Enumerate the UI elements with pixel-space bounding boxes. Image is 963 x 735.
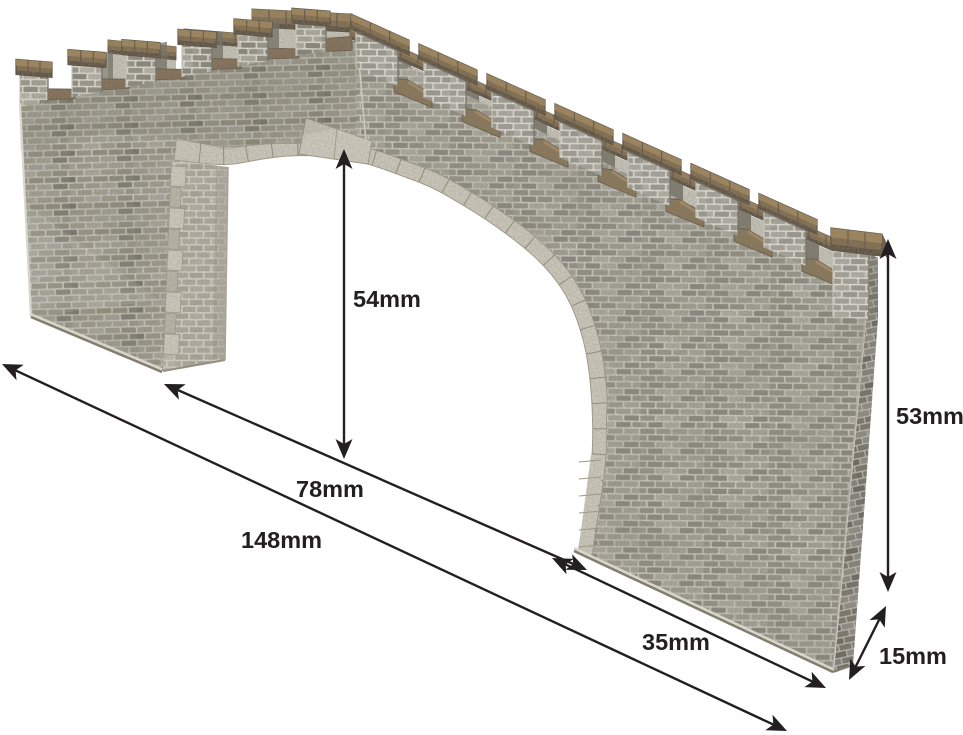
svg-text:148mm: 148mm (241, 527, 322, 553)
svg-text:78mm: 78mm (296, 476, 364, 502)
svg-text:15mm: 15mm (879, 643, 947, 669)
svg-text:53mm: 53mm (896, 403, 963, 429)
svg-text:54mm: 54mm (353, 286, 421, 312)
svg-text:35mm: 35mm (642, 629, 710, 655)
